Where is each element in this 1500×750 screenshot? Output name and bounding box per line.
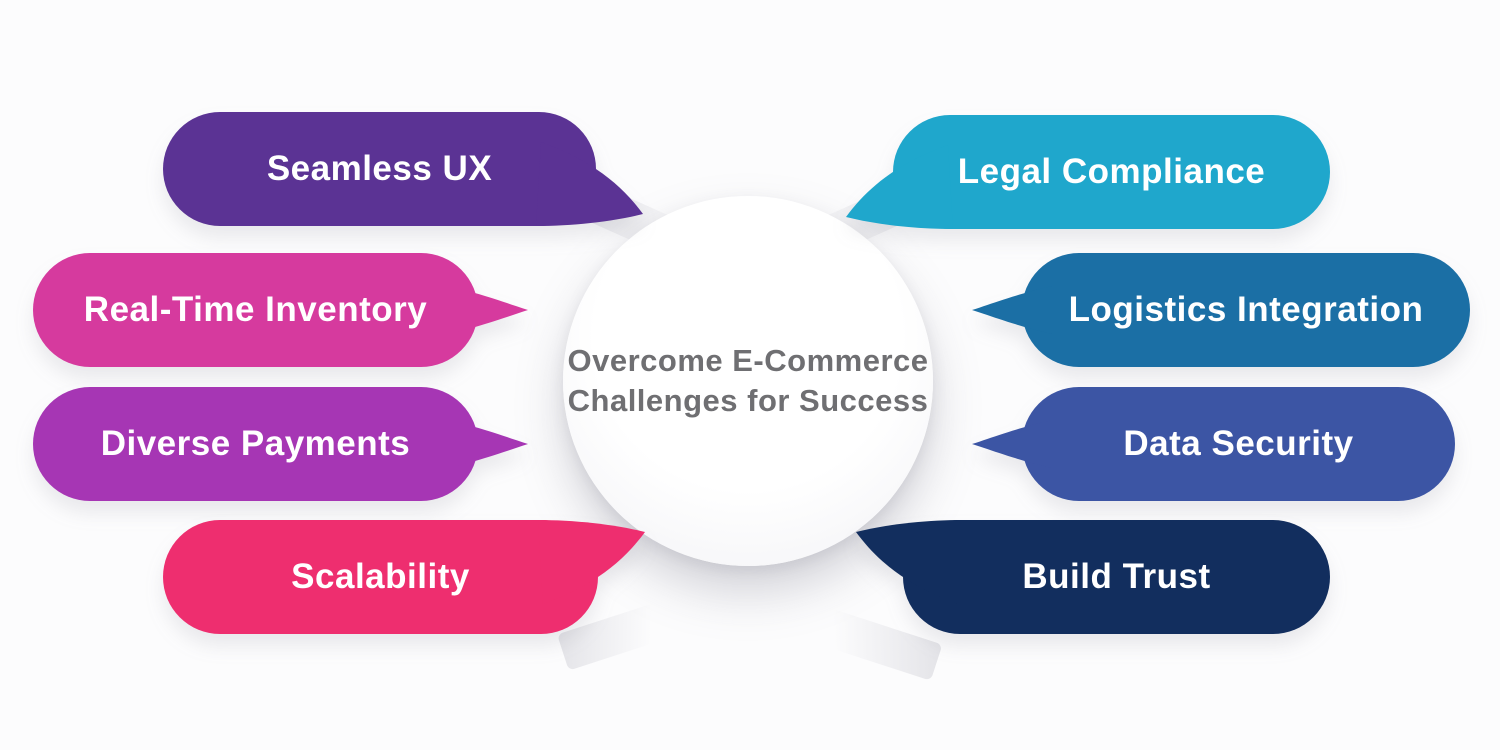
diagram-title-line1: Overcome E-Commerce [567,343,929,378]
speech-bubble-shape [163,112,643,226]
bubble-body [33,253,478,367]
bubble-legal-compliance: Legal Compliance [838,115,1330,229]
bubble-body [33,387,478,501]
bubble-body [1022,253,1470,367]
bubble-diverse-payments: Diverse Payments [33,387,533,501]
bubble-tail [972,286,1052,334]
bubble-data-security: Data Security [967,387,1455,501]
bubble-tail [536,142,643,226]
bubble-body [1022,387,1455,501]
bubble-tail [448,286,528,334]
bubble-real-time-inventory: Real-Time Inventory [33,253,533,367]
bubble-label: Legal Compliance [957,152,1266,191]
bubble-body [163,520,598,634]
bubble-label: Real-Time Inventory [83,290,428,329]
bubble-scalability: Scalability [163,520,653,634]
speech-bubble-shape [163,520,645,634]
diagram-title: Overcome E-Commerce Challenges for Succe… [568,341,929,421]
bubble-label: Logistics Integration [1068,290,1424,329]
bubble-label: Seamless UX [266,149,493,188]
diagram-title-line2: Challenges for Success [567,383,929,418]
bubble-body [893,115,1330,229]
center-circle: Overcome E-Commerce Challenges for Succe… [563,196,933,566]
bubble-seamless-ux: Seamless UX [163,112,651,226]
bubble-label: Build Trust [1022,557,1211,596]
bubble-body [903,520,1330,634]
bubble-tail [448,420,528,468]
bubble-label: Data Security [1123,424,1354,463]
speech-bubble-shape [972,253,1470,367]
bubble-body [163,112,596,226]
speech-bubble-shape [972,387,1455,501]
bubble-tail [972,420,1052,468]
speech-bubble-shape [856,520,1330,634]
speech-bubble-shape [33,387,528,501]
speech-bubble-shape [846,115,1330,229]
bubble-logistics-integration: Logistics Integration [967,253,1470,367]
bubble-label: Diverse Payments [100,424,411,463]
bubble-build-trust: Build Trust [848,520,1330,634]
speech-bubble-shape [33,253,528,367]
bubble-tail [846,145,953,229]
bubble-tail [856,520,963,604]
bubble-label: Scalability [291,557,470,596]
bubble-tail [538,520,645,604]
